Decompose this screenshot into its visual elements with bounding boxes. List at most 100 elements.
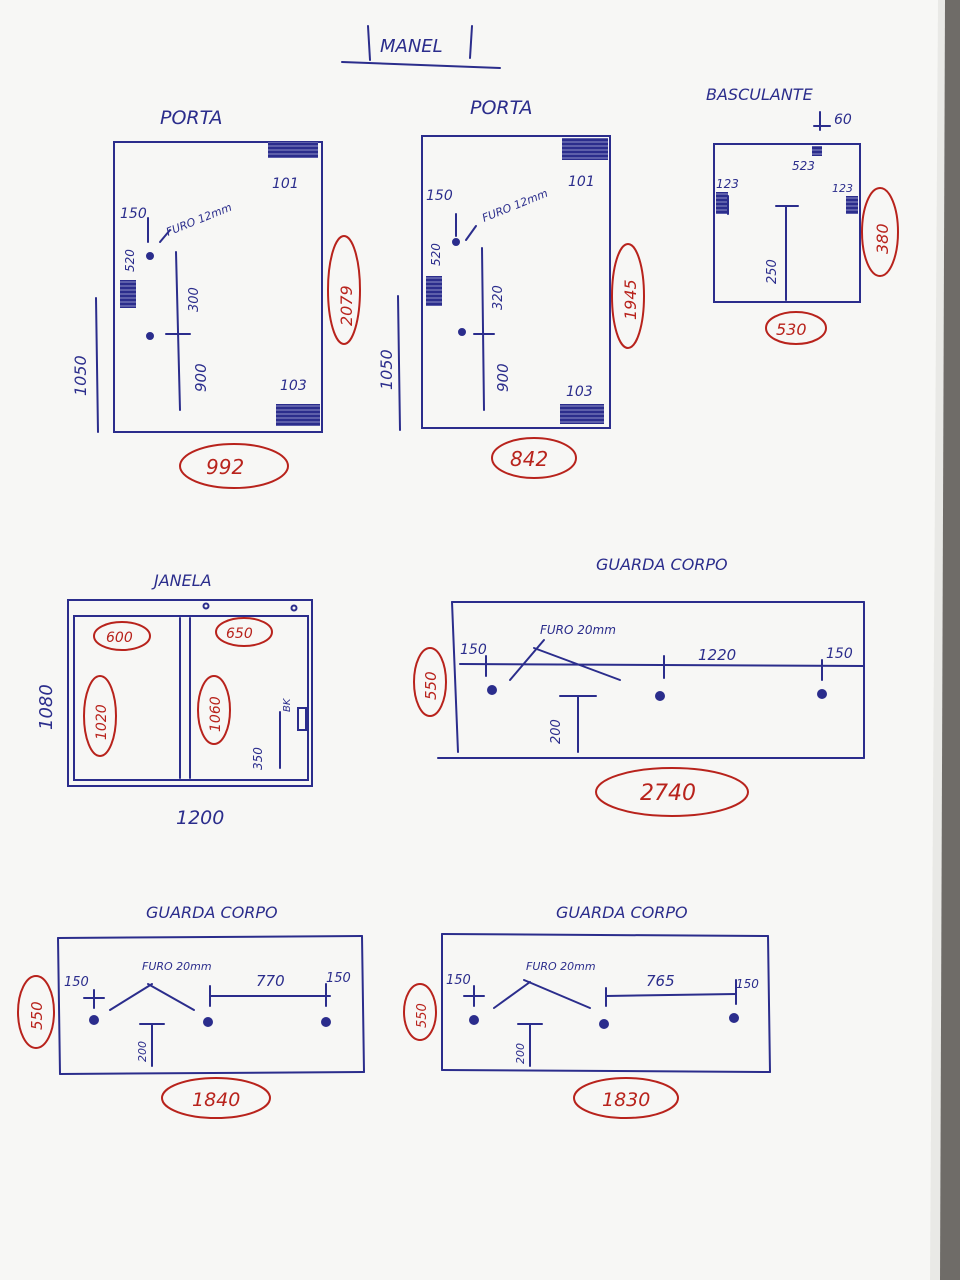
basculante-title: BASCULANTE [706, 85, 814, 104]
janela-width: 1200 [176, 807, 224, 829]
guarda-2-left-offset: 150 [64, 975, 89, 990]
guarda-1-hole-right [817, 689, 827, 699]
janela-frame [67, 599, 313, 787]
guarda-2-hole-left [89, 1015, 99, 1025]
basculante-block-left [716, 192, 728, 214]
guarda-2-height: 550 [28, 1001, 46, 1030]
janela-bottom-offset: 350 [251, 747, 265, 770]
janela-drawing: JANELA 600 650 1020 1060 1080 350 BK 120… [36, 571, 313, 829]
guarda-1-span: 1220 [698, 646, 736, 664]
janela-outer-height: 1080 [36, 684, 57, 730]
janela-inner [73, 615, 309, 781]
guarda-1-hole-left [487, 685, 497, 695]
porta-1-handle-low: 900 [192, 363, 210, 392]
janela-left-height: 1020 [94, 704, 110, 740]
porta-2-handle-low: 900 [494, 363, 512, 392]
janela-right-width-circle [215, 617, 273, 647]
guarda-3-height: 550 [415, 1003, 430, 1028]
guarda-1-title: GUARDA CORPO [596, 555, 728, 574]
guarda-3-right-offset: 150 [736, 977, 759, 991]
basculante-top-right: 60 [834, 112, 852, 128]
porta-2-height-circle [611, 243, 645, 349]
porta-2-hole-bottom [458, 328, 466, 336]
guarda-corpo-3-drawing: GUARDA CORPO 150 FURO 20mm 765 150 200 5… [403, 903, 771, 1119]
porta-1-hinge-gap: 520 [123, 249, 137, 272]
guarda-2-hole-mid [203, 1017, 213, 1027]
basculante-outline [713, 143, 861, 303]
basculante-stem: 250 [765, 259, 780, 284]
basculante-block-right [846, 196, 858, 214]
basculante-block-top [812, 146, 822, 156]
guarda-2-width-circle [161, 1077, 271, 1119]
porta-2-outline [421, 135, 611, 429]
porta-1-hinge-top-label: 101 [272, 176, 299, 192]
guarda-1-hole-note: FURO 20mm [540, 623, 616, 637]
guarda-2-hole-note: FURO 20mm [142, 960, 212, 973]
porta-1-hole-bottom [146, 332, 154, 340]
guarda-3-stem: 200 [514, 1043, 527, 1064]
porta-1-top-offset: 150 [120, 206, 147, 222]
janela-left-height-circle [83, 675, 117, 757]
guarda-3-hole-right [729, 1013, 739, 1023]
porta-1-hinge-left [120, 280, 136, 308]
porta-1-handle-h: 300 [187, 287, 202, 312]
porta-1-hinge-top [268, 142, 318, 158]
janela-left-width: 600 [106, 630, 133, 646]
guarda-3-hole-mid [599, 1019, 609, 1029]
basculante-right-top: 123 [832, 182, 853, 195]
guarda-corpo-2-drawing: GUARDA CORPO 150 FURO 20mm 770 150 200 5… [17, 903, 365, 1119]
janela-right-height: 1060 [208, 696, 224, 732]
guarda-3-width: 1830 [602, 1089, 650, 1111]
guarda-3-width-circle [573, 1077, 679, 1119]
janela-lock-label: BK [282, 697, 293, 712]
porta-1-height: 2079 [337, 285, 356, 326]
guarda-3-hole-note: FURO 20mm [526, 960, 596, 973]
guarda-2-title: GUARDA CORPO [146, 903, 278, 922]
guarda-corpo-1-drawing: GUARDA CORPO 150 FURO 20mm 1220 150 200 … [413, 555, 865, 817]
guarda-3-left-offset: 150 [446, 973, 471, 988]
porta-1-left-height: 1050 [71, 355, 90, 396]
porta-2-width-circle [491, 437, 577, 479]
guarda-2-stem: 200 [136, 1041, 149, 1062]
basculante-width: 530 [776, 320, 807, 339]
guarda-1-height: 550 [422, 671, 440, 700]
porta-1-width-circle [179, 443, 289, 489]
porta-1-outline [113, 141, 323, 433]
porta-2-width: 842 [510, 447, 548, 471]
porta-2-left-height: 1050 [377, 349, 396, 390]
guarda-3-height-circle [403, 983, 437, 1041]
guarda-1-hole-mid [655, 691, 665, 701]
porta-2-hinge-top [562, 138, 608, 160]
guarda-3-title: GUARDA CORPO [556, 903, 688, 922]
title-block: MANEL [341, 25, 501, 69]
porta-2-top-offset: 150 [426, 188, 453, 204]
guarda-3-span: 765 [646, 972, 675, 990]
porta-1-height-circle [327, 235, 361, 345]
janela-right-height-circle [197, 675, 231, 745]
porta-2-hinge-left [426, 276, 442, 306]
guarda-1-left-offset: 150 [460, 642, 487, 658]
basculante-left-top: 123 [716, 177, 739, 191]
porta-1-hinge-bottom [276, 404, 320, 426]
porta-2-hinge-bottom-label: 103 [566, 384, 593, 400]
porta-2-hinge-bottom [560, 404, 604, 424]
guarda-3-hole-left [469, 1015, 479, 1025]
porta-1-title: PORTA [160, 107, 222, 129]
porta-2-hinge-gap: 520 [429, 243, 443, 266]
guarda-2-hole-right [321, 1017, 331, 1027]
guarda-1-stem: 200 [549, 719, 564, 744]
porta-1-hole-top [146, 252, 154, 260]
janela-title: JANELA [151, 571, 212, 590]
guarda-1-height-circle [413, 647, 447, 717]
porta-2-hinge-top-label: 101 [568, 174, 595, 190]
guarda-2-height-circle [17, 975, 55, 1049]
porta-2-handle-h: 320 [491, 285, 506, 310]
guarda-2-right-offset: 150 [326, 971, 351, 986]
guarda-1-right-offset: 150 [826, 646, 853, 662]
porta-1-hinge-bottom-label: 103 [280, 378, 307, 394]
janela-right-width: 650 [226, 626, 253, 642]
basculante-top-mid: 523 [792, 159, 815, 173]
